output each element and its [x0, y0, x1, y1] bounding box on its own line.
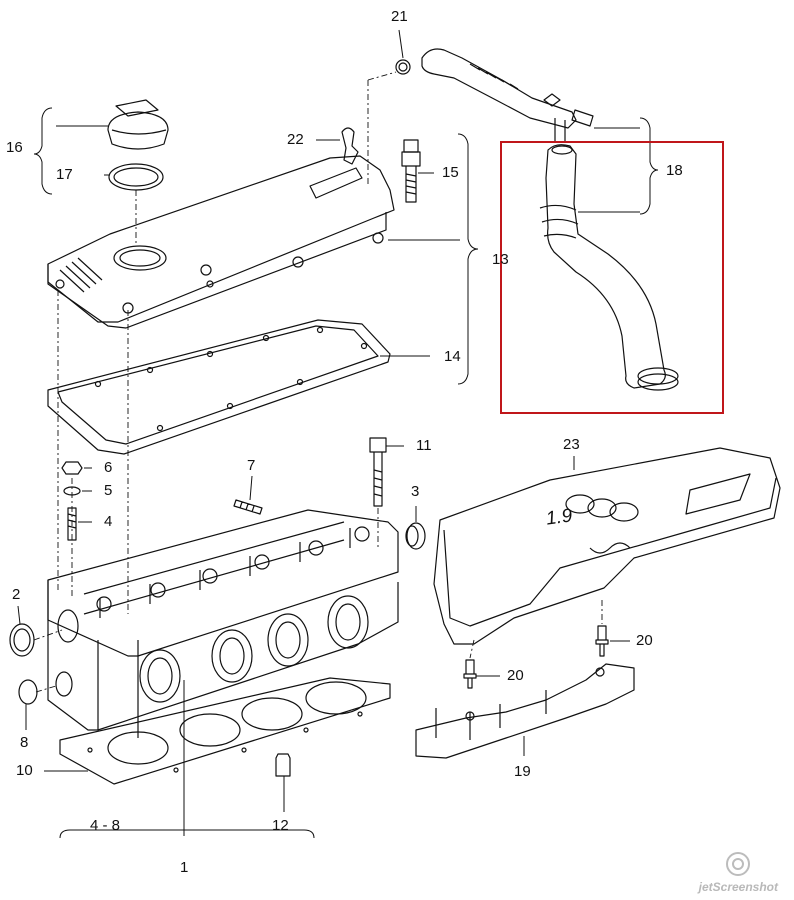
callout-11: 11	[416, 437, 432, 454]
plug-8	[18, 679, 38, 705]
callout-19: 19	[514, 763, 531, 780]
cylinder-head	[47, 509, 399, 738]
callout-13: 13	[492, 251, 509, 268]
callout-4: 4	[104, 513, 113, 530]
camera-icon	[726, 852, 750, 876]
cover-stud-right	[595, 625, 609, 657]
callout-18: 18	[666, 162, 683, 179]
callout-10: 10	[16, 762, 33, 779]
callout-17: 17	[56, 166, 73, 183]
callout-21: 21	[391, 8, 408, 25]
leader-lines	[17, 29, 659, 839]
valve-stud	[233, 499, 263, 515]
callout-range-4-8: 4 - 8	[90, 817, 121, 834]
callout-16: 16	[6, 139, 23, 156]
oil-filler-cap	[107, 99, 169, 150]
callout-3: 3	[411, 483, 420, 500]
callout-8: 8	[20, 734, 29, 751]
watermark: jetScreenshot	[698, 880, 778, 894]
cover-bolt	[401, 139, 421, 203]
dowel-sleeve	[275, 753, 291, 777]
filler-cap-seal	[108, 163, 164, 191]
callout-14: 14	[444, 348, 461, 365]
breather-hose	[539, 144, 679, 391]
engine-badge: 1.9	[544, 505, 574, 530]
head-gasket	[59, 677, 391, 785]
cylinder-head-cover	[47, 155, 395, 329]
highlight-box-breather-hose	[500, 141, 724, 414]
breather-pipe	[395, 48, 594, 142]
callout-7: 7	[247, 457, 256, 474]
callout-12: 12	[272, 817, 289, 834]
head-bolt	[369, 437, 387, 507]
callout-6: 6	[104, 459, 113, 476]
callout-2: 2	[12, 586, 21, 603]
breather-gasket	[341, 127, 359, 165]
callout-22: 22	[287, 131, 304, 148]
callout-20-left: 20	[507, 667, 524, 684]
callout-20-right: 20	[636, 632, 653, 649]
cam-seal-left	[9, 623, 35, 657]
assembly-lines	[33, 71, 603, 693]
engine-cover	[433, 447, 781, 645]
callout-15: 15	[442, 164, 459, 181]
nut	[61, 461, 83, 475]
cover-gasket	[47, 319, 391, 455]
callout-5: 5	[104, 482, 113, 499]
camshaft-seal	[405, 522, 426, 550]
callout-1: 1	[180, 859, 189, 876]
callout-23: 23	[563, 436, 580, 453]
cover-stud-left	[463, 659, 477, 689]
mounting-bracket	[415, 663, 635, 759]
